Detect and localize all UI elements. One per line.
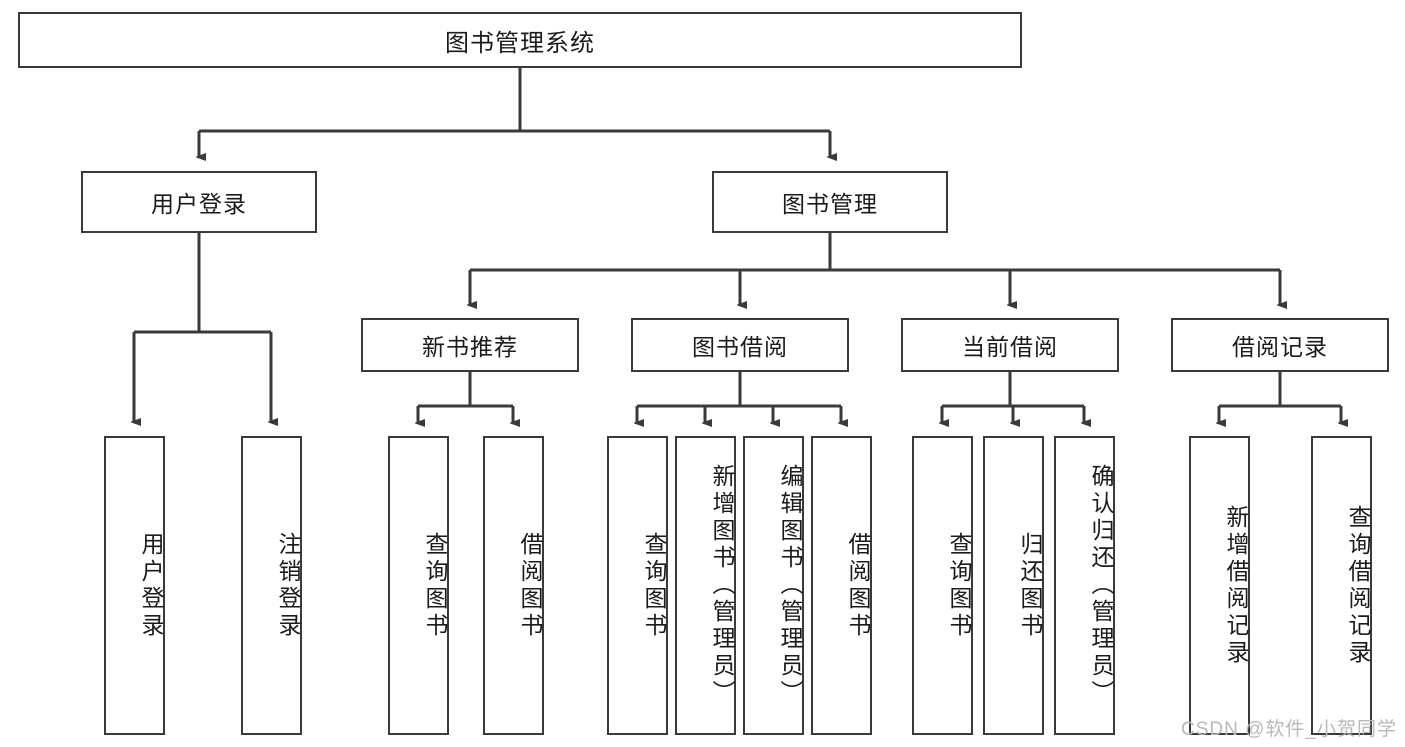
node-leaf-query-record[interactable]: 查询借阅记录 [1311,436,1372,735]
node-leaf-logout-label: 注销登录 [275,531,301,640]
watermark: CSDN @软件_小贺同学 [1181,719,1397,740]
node-leaf-query-book-rec[interactable]: 查询图书 [388,436,449,735]
node-leaf-borrow-book-label: 借阅图书 [845,531,871,640]
node-root[interactable]: 图书管理系统 [18,12,1022,68]
node-leaf-add-record-label: 新增借阅记录 [1223,504,1249,667]
node-leaf-borrow-book-rec-label: 借阅图书 [517,531,543,640]
node-leaf-user-login[interactable]: 用户登录 [104,436,165,735]
node-borrow-record-label: 借阅记录 [1232,334,1328,360]
node-leaf-confirm-return-label: 确认归还（管理员） [1088,464,1114,707]
node-leaf-logout[interactable]: 注销登录 [241,436,302,735]
node-leaf-query-book-rec-label: 查询图书 [422,531,448,640]
node-leaf-edit-book-label: 编辑图书（管理员） [777,464,803,707]
node-leaf-query-book-cur-label: 查询图书 [946,531,972,640]
node-leaf-add-record[interactable]: 新增借阅记录 [1189,436,1250,735]
node-user-login-label: 用户登录 [151,191,247,217]
node-current-borrow[interactable]: 当前借阅 [901,318,1119,372]
node-book-borrow-label: 图书借阅 [692,334,788,360]
node-current-borrow-label: 当前借阅 [962,334,1058,360]
node-leaf-query-book-label: 查询图书 [641,531,667,640]
node-new-book-rec-label: 新书推荐 [422,334,518,360]
node-leaf-query-book-cur[interactable]: 查询图书 [912,436,973,735]
node-new-book-rec[interactable]: 新书推荐 [361,318,579,372]
node-leaf-query-book[interactable]: 查询图书 [607,436,668,735]
node-borrow-record[interactable]: 借阅记录 [1171,318,1389,372]
node-user-login[interactable]: 用户登录 [81,171,317,233]
node-leaf-return-book[interactable]: 归还图书 [983,436,1044,735]
node-leaf-borrow-book[interactable]: 借阅图书 [811,436,872,735]
node-leaf-edit-book[interactable]: 编辑图书（管理员） [743,436,804,735]
node-leaf-confirm-return[interactable]: 确认归还（管理员） [1054,436,1115,735]
node-book-manage-label: 图书管理 [782,191,878,217]
node-book-borrow[interactable]: 图书借阅 [631,318,849,372]
node-leaf-return-book-label: 归还图书 [1017,531,1043,640]
node-leaf-user-login-label: 用户登录 [138,531,164,640]
node-root-label: 图书管理系统 [445,29,595,57]
node-leaf-add-book-label: 新增图书（管理员） [709,464,735,707]
node-leaf-add-book[interactable]: 新增图书（管理员） [675,436,736,735]
node-book-manage[interactable]: 图书管理 [712,171,948,233]
node-leaf-borrow-book-rec[interactable]: 借阅图书 [483,436,544,735]
node-leaf-query-record-label: 查询借阅记录 [1345,504,1371,667]
